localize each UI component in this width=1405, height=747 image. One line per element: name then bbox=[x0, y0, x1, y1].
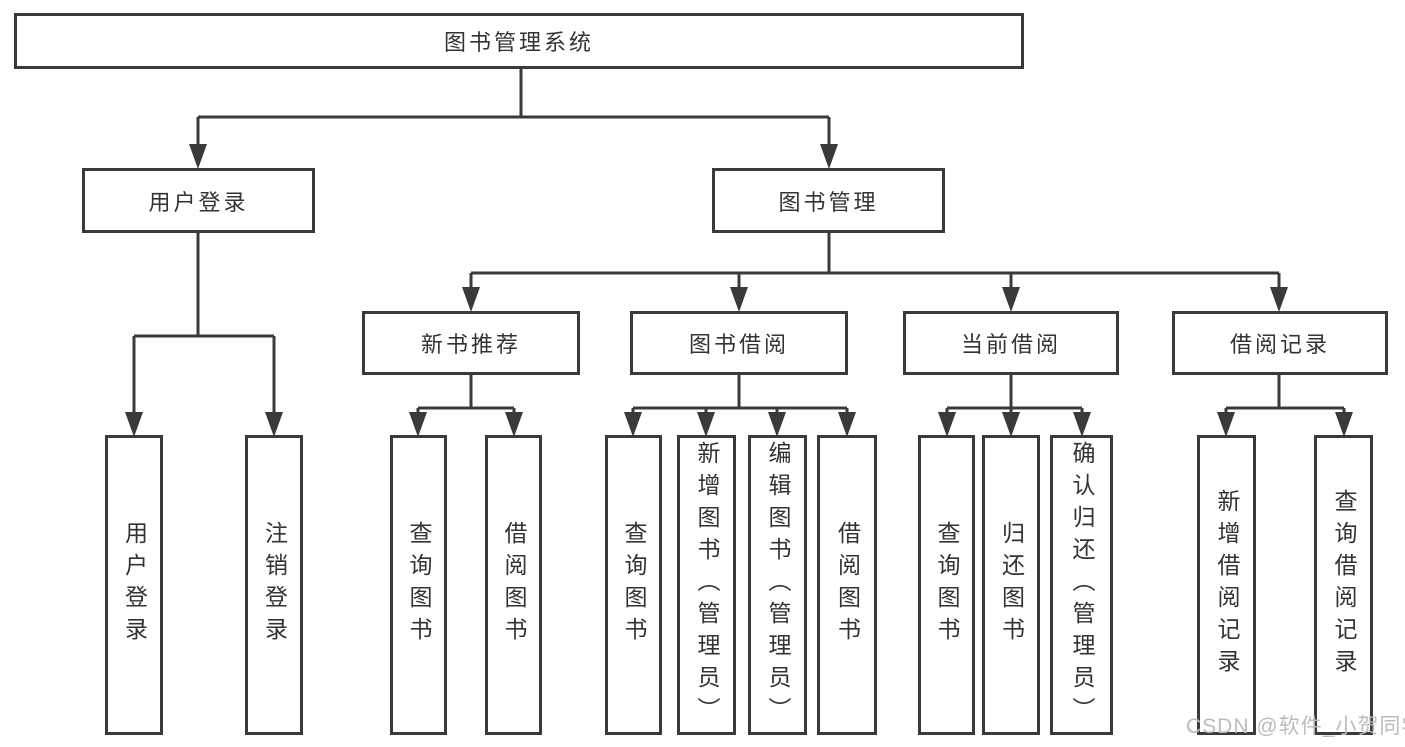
leaf-add-books-admin: 新增图书（管理员） bbox=[677, 435, 736, 735]
node-label: 图书管理系统 bbox=[443, 30, 594, 55]
leaf-label: 查询图书 bbox=[934, 521, 960, 649]
node-user-login: 用户登录 bbox=[82, 168, 315, 233]
leaf-label: 查询图书 bbox=[406, 521, 432, 649]
node-label: 当前借阅 bbox=[960, 332, 1061, 357]
csdn-watermark: CSDN @软件_小贺同学 bbox=[1186, 715, 1405, 738]
leaf-query-books-current: 查询图书 bbox=[918, 435, 975, 735]
node-library-management-system: 图书管理系统 bbox=[14, 13, 1024, 69]
leaf-borrow-books-recommend: 借阅图书 bbox=[485, 435, 542, 735]
leaf-label: 查询借阅记录 bbox=[1331, 489, 1357, 681]
leaf-borrow-books: 借阅图书 bbox=[817, 435, 877, 735]
leaf-label: 归还图书 bbox=[998, 521, 1025, 649]
leaf-query-books-borrow: 查询图书 bbox=[605, 435, 662, 735]
leaf-label: 编辑图书（管理员） bbox=[765, 441, 791, 729]
leaf-query-borrow-record: 查询借阅记录 bbox=[1314, 435, 1373, 735]
node-current-borrowing: 当前借阅 bbox=[903, 311, 1119, 375]
node-borrowing-records: 借阅记录 bbox=[1172, 311, 1388, 375]
leaf-return-books: 归还图书 bbox=[982, 435, 1040, 735]
leaf-label: 借阅图书 bbox=[834, 521, 861, 649]
node-label: 借阅记录 bbox=[1229, 332, 1330, 357]
leaf-label: 新增借阅记录 bbox=[1214, 489, 1240, 681]
leaf-label: 查询图书 bbox=[621, 521, 647, 649]
leaf-edit-books-admin: 编辑图书（管理员） bbox=[748, 435, 807, 735]
leaf-label: 用户登录 bbox=[121, 521, 148, 649]
leaf-label: 确认归还（管理员） bbox=[1069, 441, 1095, 729]
node-book-management: 图书管理 bbox=[712, 168, 945, 233]
leaf-logout: 注销登录 bbox=[245, 435, 303, 735]
leaf-label: 新增图书（管理员） bbox=[694, 441, 720, 729]
node-label: 新书推荐 bbox=[420, 332, 521, 357]
leaf-label: 借阅图书 bbox=[501, 521, 527, 649]
leaf-confirm-return-admin: 确认归还（管理员） bbox=[1050, 435, 1113, 735]
node-label: 用户登录 bbox=[148, 189, 249, 215]
node-label: 图书借阅 bbox=[688, 332, 789, 357]
node-new-book-recommendation: 新书推荐 bbox=[362, 311, 580, 375]
leaf-query-books-recommend: 查询图书 bbox=[390, 435, 447, 735]
node-label: 图书管理 bbox=[778, 189, 879, 215]
node-book-borrowing: 图书借阅 bbox=[630, 311, 848, 375]
arrowheads bbox=[125, 144, 1353, 437]
leaf-add-borrow-record: 新增借阅记录 bbox=[1197, 435, 1256, 735]
leaf-user-login: 用户登录 bbox=[105, 435, 163, 735]
leaf-label: 注销登录 bbox=[261, 521, 288, 649]
